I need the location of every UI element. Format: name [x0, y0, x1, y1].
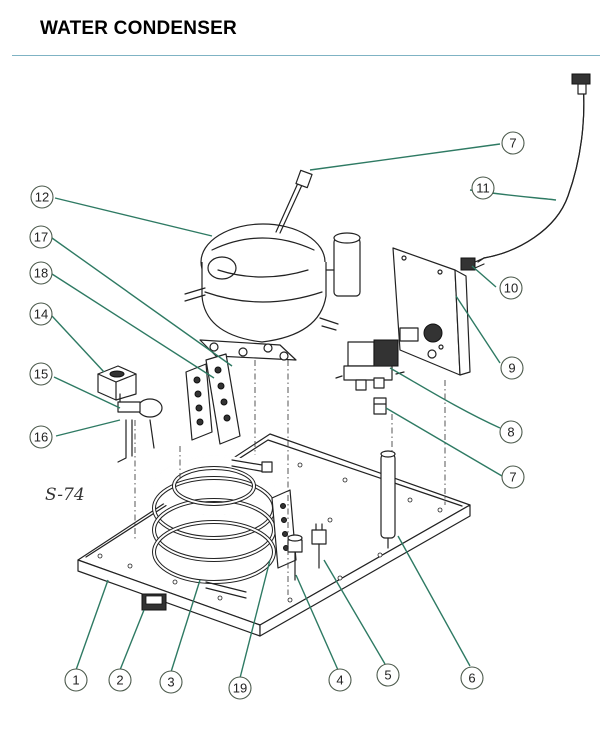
- rocker-switch: [141, 593, 167, 611]
- condenser-coil: [152, 455, 276, 599]
- callout-11: 11: [471, 176, 495, 200]
- svg-text:12: 12: [35, 190, 49, 205]
- callout-3: 3: [159, 670, 183, 694]
- svg-text:8: 8: [507, 425, 514, 440]
- water-fitting: [373, 397, 387, 415]
- solenoid-valve: [335, 339, 405, 391]
- callout-12: 12: [30, 185, 54, 209]
- svg-text:6: 6: [468, 671, 475, 686]
- model-label: S-74: [45, 485, 85, 505]
- callout-4: 4: [328, 668, 352, 692]
- terminal-block-small: [185, 363, 213, 441]
- compressor: [184, 169, 361, 361]
- callout-16: 16: [29, 425, 53, 449]
- callout-7-top: 7: [501, 131, 525, 155]
- page-title: WATER CONDENSER: [40, 18, 237, 39]
- bent-pipe: [117, 419, 155, 463]
- cable-connector: [460, 257, 485, 271]
- callout-2: 2: [108, 668, 132, 692]
- power-cable: [477, 73, 591, 263]
- svg-text:10: 10: [504, 281, 518, 296]
- mounting-bracket: [392, 247, 471, 376]
- vertical-tube: [380, 450, 396, 549]
- relay-box: [97, 365, 137, 401]
- svg-text:15: 15: [34, 367, 48, 382]
- callout-6: 6: [460, 666, 484, 690]
- sensor-left: [287, 534, 303, 581]
- svg-text:9: 9: [508, 361, 515, 376]
- svg-text:19: 19: [233, 681, 247, 696]
- svg-text:2: 2: [116, 673, 123, 688]
- svg-text:4: 4: [336, 673, 343, 688]
- svg-text:1: 1: [72, 673, 79, 688]
- svg-text:5: 5: [384, 668, 391, 683]
- callout-14: 14: [29, 302, 53, 326]
- title-divider: [12, 55, 600, 56]
- callout-5: 5: [376, 663, 400, 687]
- callout-15: 15: [29, 362, 53, 386]
- svg-text:17: 17: [34, 230, 48, 245]
- leader-lines: [51, 143, 557, 679]
- assembly-center-lines: [134, 360, 446, 595]
- callout-17: 17: [29, 225, 53, 249]
- callout-19: 19: [228, 676, 252, 700]
- svg-text:7: 7: [509, 470, 516, 485]
- svg-text:16: 16: [34, 430, 48, 445]
- callout-9: 9: [500, 356, 524, 380]
- svg-text:14: 14: [34, 307, 48, 322]
- svg-text:7: 7: [509, 136, 516, 151]
- callout-10: 10: [499, 276, 523, 300]
- svg-text:3: 3: [167, 675, 174, 690]
- callout-18: 18: [29, 261, 53, 285]
- callout-1: 1: [64, 668, 88, 692]
- svg-text:11: 11: [476, 181, 490, 196]
- callout-7-bottom: 7: [501, 465, 525, 489]
- callout-8: 8: [499, 420, 523, 444]
- sensor-right: [311, 523, 327, 569]
- svg-text:18: 18: [34, 266, 48, 281]
- terminal-block-large: [205, 353, 241, 445]
